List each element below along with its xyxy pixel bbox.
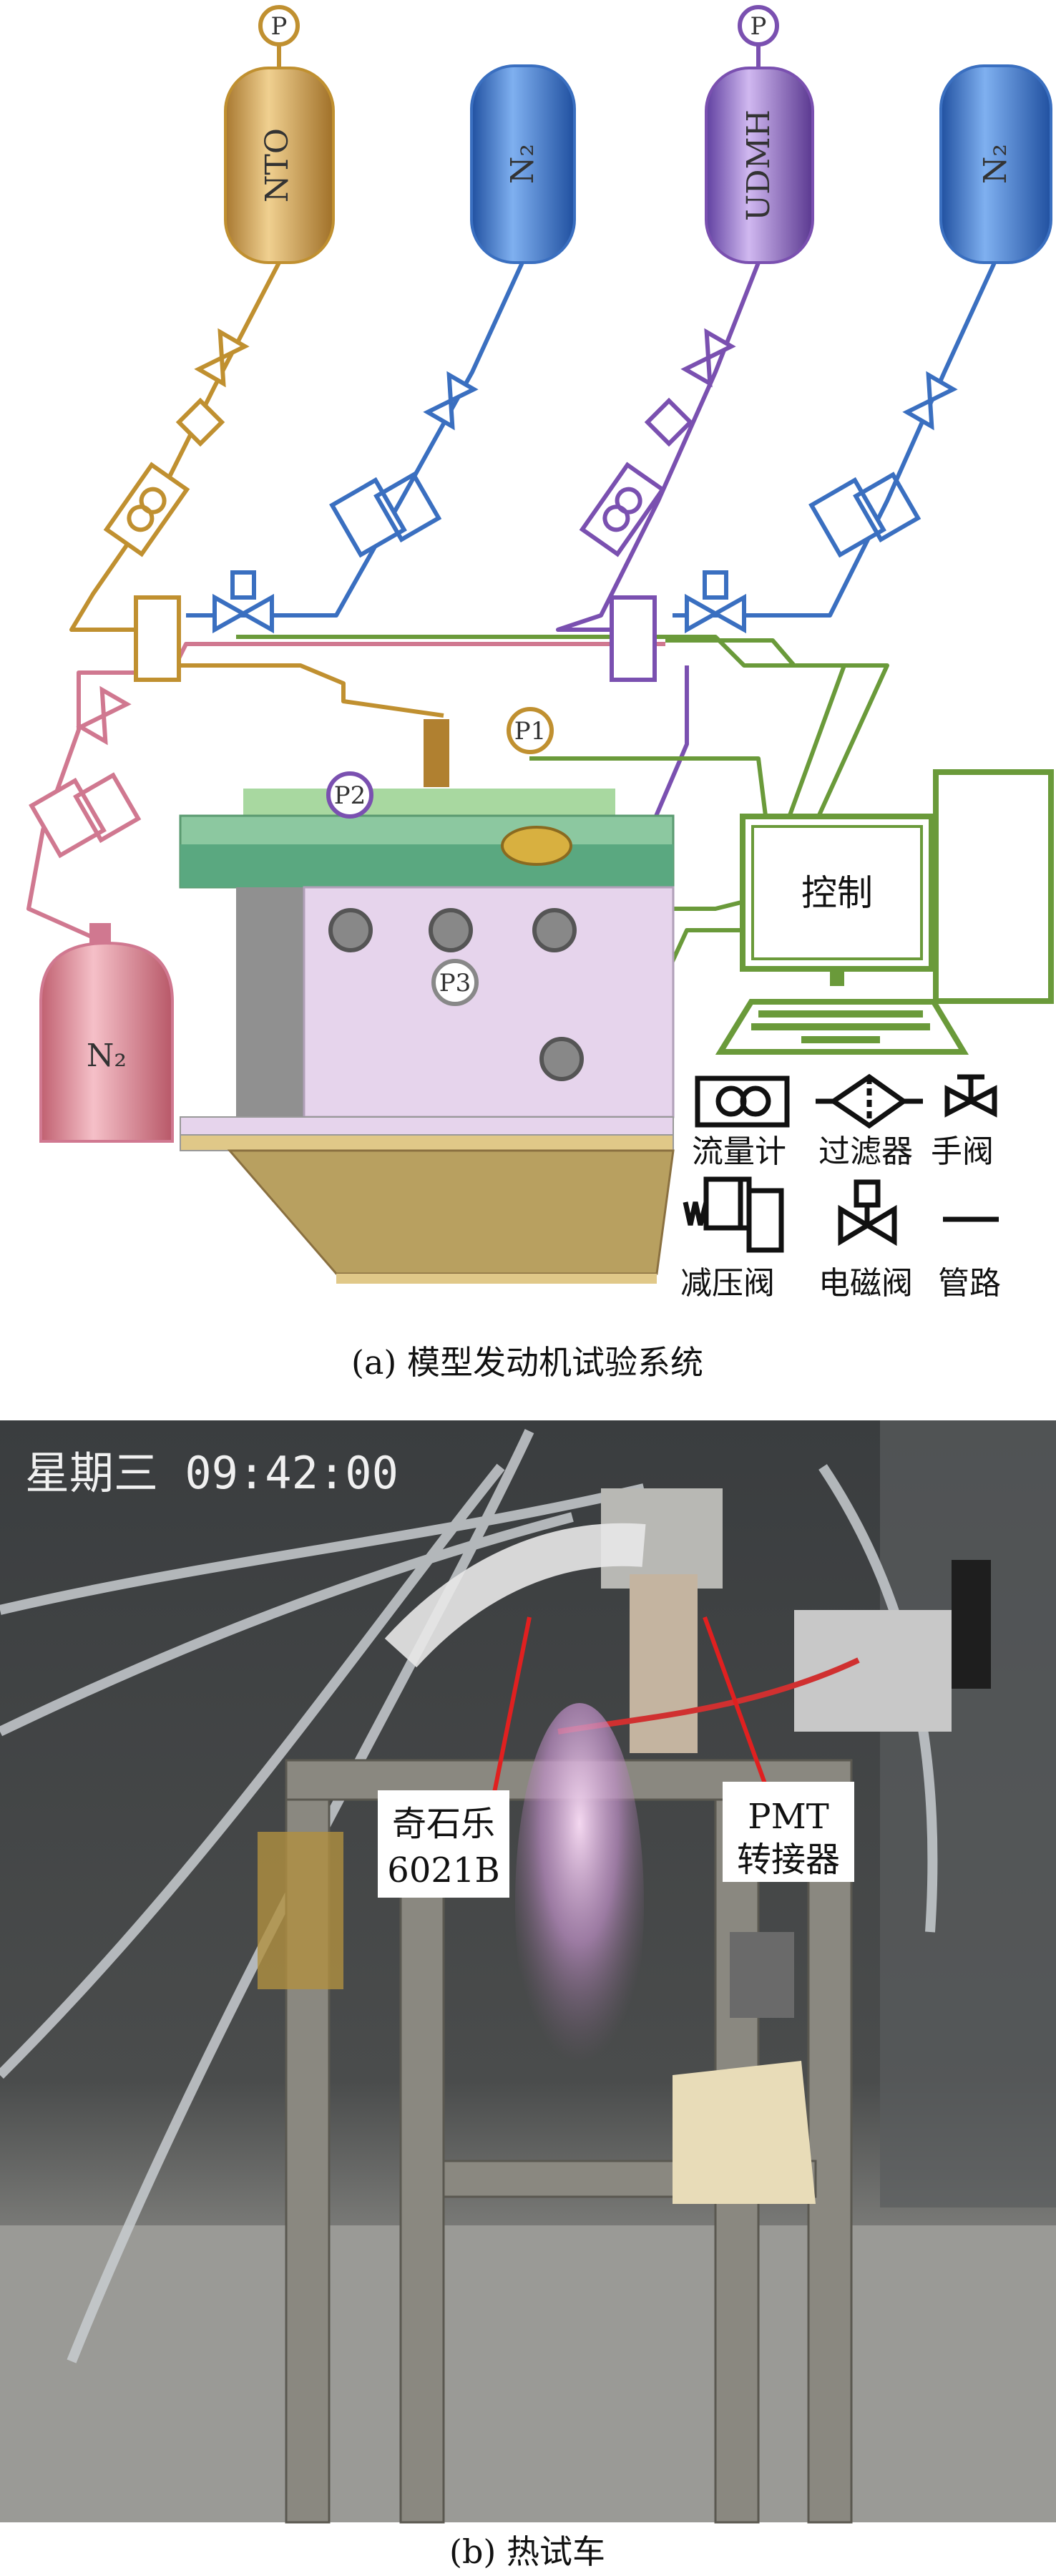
- purge-n2-label: N₂: [87, 1038, 127, 1074]
- exhaust-plume: [515, 1703, 644, 2104]
- caption-b: (b) 热试车: [449, 2532, 605, 2571]
- fuel-n2-regulator-icon: [808, 472, 921, 558]
- oxidizer-filter-icon: [175, 397, 225, 447]
- legend-flowmeter-label: 流量计: [692, 1133, 786, 1170]
- control-computer: 控制: [715, 769, 1054, 1055]
- legend: 流量计 过滤器 手阀 减压阀 电磁阀 管路: [680, 1073, 1001, 1302]
- pmt-leader-line: [703, 1616, 768, 1787]
- legend-pipeline-label: 管路: [938, 1265, 1001, 1302]
- fuel-filter-icon: [644, 397, 694, 447]
- oxidizer-n2-line: [186, 261, 524, 618]
- legend-filter-label: 过滤器: [818, 1133, 913, 1170]
- purge-n2-bottle: N₂: [39, 923, 174, 1143]
- model-engine: [179, 719, 675, 1284]
- svg-text:6021B: 6021B: [387, 1850, 499, 1890]
- oxidizer-n2-tank-label: N₂: [504, 144, 541, 184]
- svg-text:转接器: 转接器: [737, 1840, 840, 1880]
- p3-label: P3: [439, 969, 471, 997]
- fuel-n2-line: [673, 261, 997, 618]
- test-system-diagram: P NTO N₂ P UDMH N₂ N₂: [26, 5, 1054, 1382]
- pmt-adapter-label: PMT 转接器: [723, 1782, 854, 1882]
- fuel-manual-valve-icon: [680, 328, 736, 388]
- control-label: 控制: [801, 872, 873, 914]
- kistler-sensor-label: 奇石乐 6021B: [378, 1790, 509, 1898]
- legend-solenoid-valve-label: 电磁阀: [818, 1265, 913, 1302]
- pressure-reducing-valve-icon: [683, 1176, 784, 1253]
- monitor-icon: [740, 814, 934, 972]
- caption-a: (a) 模型发动机试验系统: [351, 1343, 703, 1382]
- nto-pressure-gauge-icon: [258, 5, 300, 47]
- p2-label: P2: [334, 781, 366, 810]
- oxidizer-n2-regulator-icon: [329, 472, 442, 558]
- oxidizer-manual-valve-icon: [194, 328, 250, 388]
- purge-manual-valve-icon: [76, 686, 132, 746]
- paper-sheet: [673, 2061, 816, 2204]
- fuel-manifold-icon: [610, 595, 657, 682]
- udmh-pressure-gauge-icon: [738, 5, 779, 47]
- hot-fire-test-photo: 星期三 09:42:00 奇石乐 6021B PMT 转接器: [0, 1420, 1056, 2524]
- oxidizer-n2-manual-valve-icon: [423, 371, 479, 431]
- p2-tap: P2: [326, 771, 373, 819]
- fuel-solenoid-valve-icon: [685, 570, 746, 634]
- fuel-n2-tank-label: N₂: [977, 144, 1014, 184]
- manual-valve-icon: [944, 1074, 997, 1118]
- p1-tap: P1: [507, 707, 554, 754]
- oxidizer-line: [69, 261, 444, 718]
- svg-text:奇石乐: 奇石乐: [392, 1804, 495, 1844]
- nto-pressure-label: P: [271, 12, 288, 41]
- p3-tap: P3: [431, 959, 479, 1006]
- nto-tank-label: NTO: [259, 128, 295, 203]
- legend-pressure-reducing-valve-label: 减压阀: [680, 1265, 775, 1302]
- udmh-pressure-label: P: [751, 12, 767, 41]
- fuel-n2-manual-valve-icon: [902, 371, 958, 431]
- oxidizer-solenoid-valve-icon: [212, 570, 274, 634]
- udmh-tank-label: UDMH: [740, 109, 777, 221]
- oxidizer-manifold-icon: [134, 595, 181, 682]
- p1-label: P1: [514, 717, 547, 746]
- fuel-flowmeter-icon: [579, 462, 666, 557]
- purge-regulator-icon: [29, 772, 142, 859]
- oxidizer-n2-tank: N₂: [470, 64, 576, 264]
- flowmeter-icon: [695, 1075, 790, 1128]
- udmh-tank: P UDMH: [705, 5, 814, 264]
- legend-manual-valve-label: 手阀: [931, 1133, 994, 1170]
- filter-icon: [816, 1073, 923, 1129]
- video-timestamp: 星期三 09:42:00: [25, 1447, 399, 1499]
- kistler-leader-line: [492, 1616, 532, 1797]
- purge-line: [26, 642, 665, 940]
- nto-tank: P NTO: [224, 5, 335, 264]
- svg-text:PMT: PMT: [748, 1797, 828, 1837]
- solenoid-valve-icon: [838, 1179, 897, 1246]
- computer-tower-icon: [933, 769, 1054, 1004]
- oxidizer-inlet-fitting: [424, 719, 449, 787]
- fuel-inlet-fitting: [501, 826, 572, 866]
- oxidizer-flowmeter-icon: [103, 462, 190, 557]
- fuel-n2-tank: N₂: [939, 64, 1052, 264]
